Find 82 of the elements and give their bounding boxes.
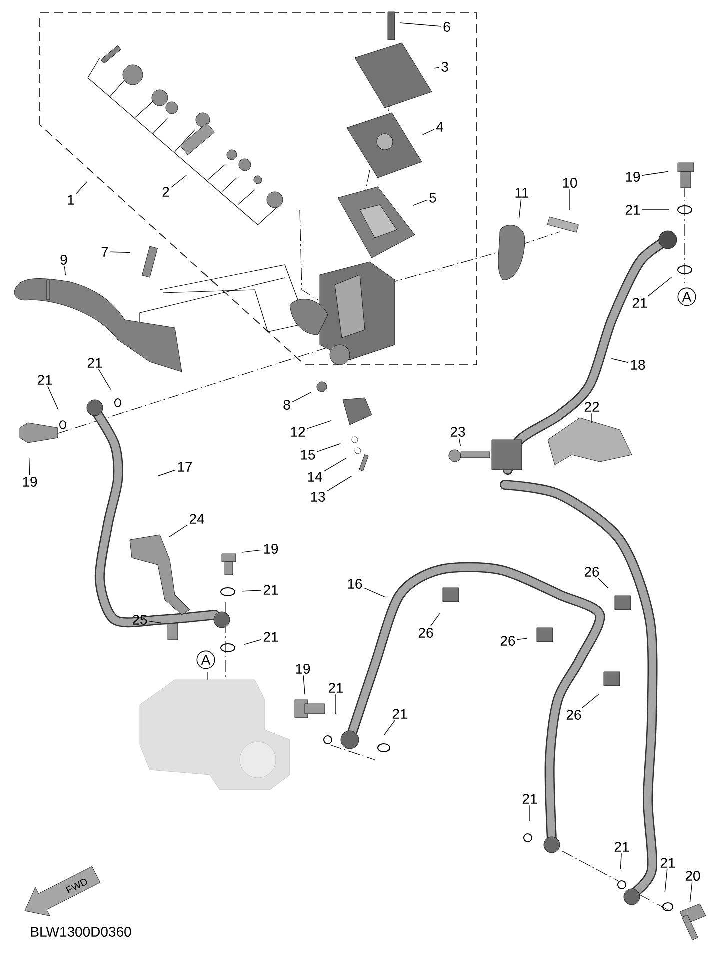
leader-line (324, 458, 348, 472)
callout-number: 4 (436, 122, 444, 132)
callout-number: 9 (60, 255, 68, 265)
callout-number: 22 (584, 402, 600, 412)
callout-number: 21 (614, 842, 630, 852)
leader-line (28, 458, 30, 476)
callout-number: 6 (444, 22, 450, 32)
callout-number: 26 (418, 628, 434, 638)
leader-line (518, 199, 522, 218)
leader-line (48, 386, 58, 410)
leader-line (171, 175, 187, 188)
leader-line (458, 438, 462, 447)
callout-number: 3 (442, 62, 448, 72)
callout-number: 20 (686, 871, 700, 881)
callout-number: 18 (631, 360, 646, 370)
leader-line (430, 613, 440, 627)
leader-line (648, 277, 672, 297)
callout-number: 13 (311, 492, 326, 502)
leader-line (64, 266, 66, 276)
circled-letter: A (678, 288, 696, 306)
callout-number: 25 (132, 615, 148, 625)
leader-line (642, 171, 668, 176)
leader-line (303, 675, 306, 694)
circled-letter: A (196, 650, 216, 670)
leader-line (307, 420, 332, 430)
callout-number: 23 (450, 427, 466, 437)
leader-line (690, 882, 693, 902)
leader-line (244, 639, 262, 646)
leader-line (422, 129, 435, 136)
callout-number: 19 (264, 544, 278, 554)
callout-number: 21 (328, 683, 344, 693)
leader-line (292, 392, 312, 402)
callout-number: 26 (500, 636, 516, 646)
leader-line (611, 358, 629, 364)
callout-number: 2 (162, 187, 170, 197)
callout-number: 24 (190, 514, 204, 524)
callout-number: 21 (392, 709, 408, 719)
leader-line (620, 853, 622, 870)
callout-number: 11 (516, 188, 529, 198)
leader-line (664, 869, 668, 892)
callout-number: 21 (660, 858, 676, 868)
callout-number: 10 (563, 178, 578, 188)
leader-line (582, 694, 600, 709)
leader-line (168, 524, 188, 538)
callout-number: 8 (284, 400, 290, 410)
leader-line (76, 182, 88, 194)
callout-number: 16 (348, 579, 362, 589)
leader-line (598, 578, 609, 589)
callout-number: 21 (626, 205, 640, 215)
callout-number: 14 (308, 472, 322, 482)
callout-number: 19 (296, 664, 310, 674)
leader-line (517, 638, 528, 640)
leader-line (400, 22, 442, 27)
leader-line (110, 252, 130, 254)
leader-line (242, 590, 262, 592)
callout-number: 21 (38, 375, 52, 385)
leader-line (327, 476, 352, 492)
callout-number: 17 (178, 462, 192, 472)
leader-line (158, 470, 176, 476)
callout-number: 21 (264, 585, 278, 595)
leader-line (98, 369, 112, 390)
callout-number: 7 (102, 247, 108, 257)
callout-number: 21 (264, 632, 278, 642)
callout-number: 26 (584, 567, 600, 577)
callout-number: 19 (626, 172, 640, 182)
leader-line (364, 588, 386, 598)
callout-number: 21 (522, 794, 538, 804)
callout-number: 1 (68, 195, 74, 205)
leader-line (317, 444, 341, 452)
leader-line (434, 67, 440, 69)
leader-line (242, 550, 262, 553)
leader-line (149, 621, 162, 624)
callout-number: 19 (23, 477, 38, 487)
callout-number: 26 (566, 710, 582, 720)
leader-line (412, 200, 428, 206)
callout-number: 21 (632, 298, 648, 308)
drawing-code: BLW1300D0360 (31, 927, 132, 937)
callout-number: 21 (88, 358, 102, 368)
callout-number: 15 (301, 450, 316, 460)
leader-line (384, 720, 396, 736)
callout-number: 5 (430, 193, 436, 203)
callout-number: 12 (291, 427, 306, 437)
